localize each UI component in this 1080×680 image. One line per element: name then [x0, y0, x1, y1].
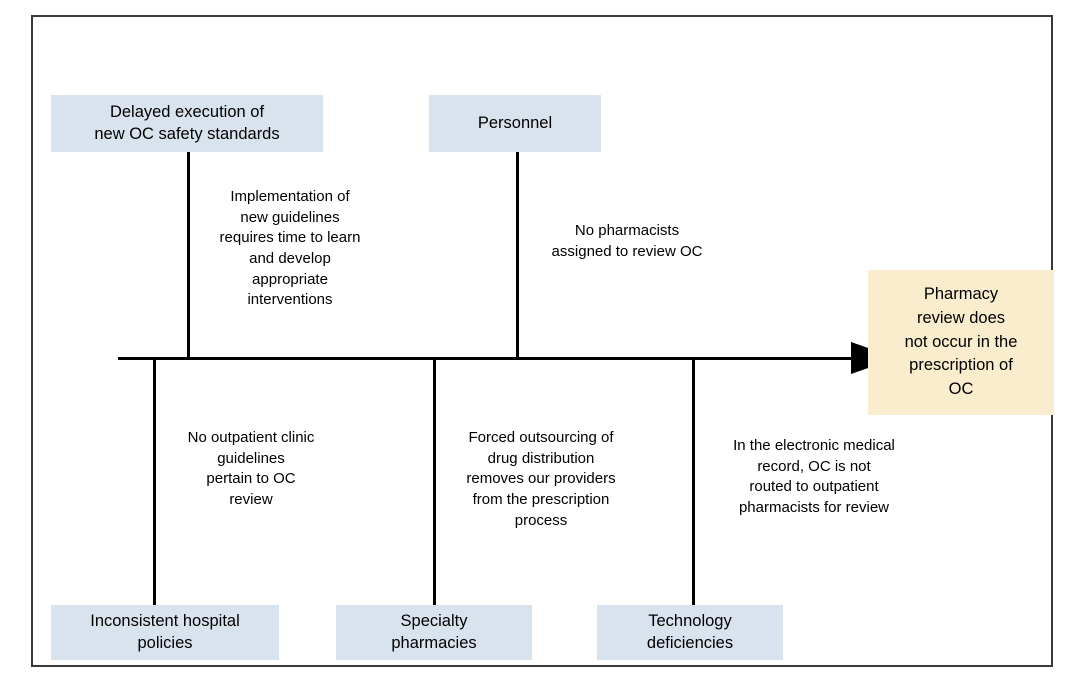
category-box-delayed-execution[interactable]: Delayed execution of new OC safety stand… [51, 95, 323, 152]
category-box-technology-deficiencies[interactable]: Technology deficiencies [597, 605, 783, 660]
category-box-personnel[interactable]: Personnel [429, 95, 601, 152]
cause-text-inconsistent-hospital-policies-1: No outpatient clinic guidelines pertain … [187, 429, 315, 509]
cause-text-delayed-execution-1: Implementation of new guidelines require… [219, 188, 361, 309]
cause-text-personnel-1: No pharmacists assigned to review OC [551, 222, 703, 260]
diagram-frame: Delayed execution of new OC safety stand… [31, 15, 1054, 667]
bone-personnel [516, 135, 519, 359]
category-box-specialty-pharmacies[interactable]: Specialty pharmacies [336, 605, 532, 660]
cause-text-specialty-pharmacies-1: Forced outsourcing of drug distribution … [466, 429, 616, 529]
cause-text-technology-deficiencies-1: In the electronic medical record, OC is … [733, 437, 895, 517]
effect-box[interactable]: Pharmacy review does not occur in the pr… [868, 270, 1054, 415]
bone-inconsistent-hospital-policies [153, 358, 156, 630]
fishbone-spine [118, 357, 897, 360]
bone-technology-deficiencies [692, 358, 695, 630]
bone-delayed-execution [187, 135, 190, 359]
bone-specialty-pharmacies [433, 358, 436, 630]
category-box-inconsistent-hospital-policies[interactable]: Inconsistent hospital policies [51, 605, 279, 660]
